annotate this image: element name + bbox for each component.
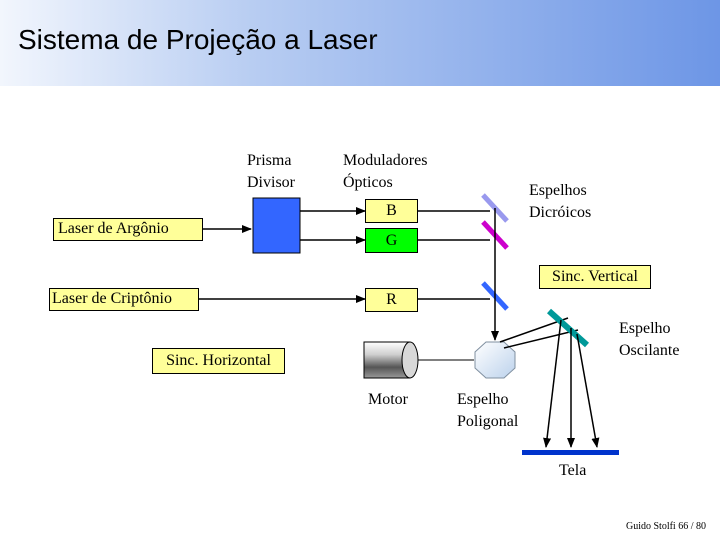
label-espelhos-dicroicos: Espelhos Dicróicos [529, 182, 592, 221]
label-tela: Tela [559, 462, 587, 479]
polygon-mirror [474, 341, 516, 379]
oscillating-mirror [546, 308, 590, 348]
label-motor: Motor [368, 391, 408, 408]
label-espelho-oscilante: Espelho Oscilante [619, 320, 680, 359]
modulator-r: R [365, 288, 418, 312]
label-espelho-poligonal: Espelho Poligonal [457, 391, 519, 430]
projection-screen [522, 450, 619, 455]
sinc-vertical-box: Sinc. Vertical [539, 265, 651, 289]
beam-polygon-to-oscillating-2 [503, 329, 579, 349]
title-banner [0, 0, 720, 86]
beam-to-screen-left [543, 319, 562, 448]
sinc-horizontal-box: Sinc. Horizontal [152, 348, 285, 374]
label-prisma: Prisma Divisor [247, 152, 295, 191]
prism-block [252, 197, 301, 254]
page-title: Sistema de Projeção a Laser [18, 24, 378, 55]
beam-polygon-to-oscillating [499, 317, 569, 343]
label-moduladores: Moduladores Ópticos [343, 152, 428, 191]
laser-krypton-box: Laser de Criptônio [49, 288, 199, 311]
beam-to-screen-right [576, 333, 600, 448]
slide-footer: Guido Stolfi 66 / 80 [625, 521, 706, 532]
laser-argon-box: Laser de Argônio [53, 218, 203, 241]
modulator-g: G [365, 228, 418, 253]
modulator-b: B [365, 199, 418, 223]
motor-end-cap [401, 341, 419, 379]
